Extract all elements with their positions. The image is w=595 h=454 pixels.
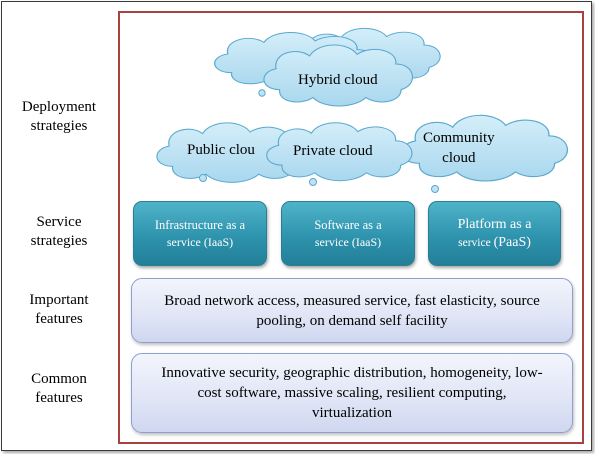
public-cloud-label: Public clou	[187, 142, 255, 158]
label-common-features: Common features	[31, 371, 87, 406]
label-important-features: Important features	[29, 292, 89, 327]
private-cloud-tail-dot	[309, 178, 317, 186]
community-cloud-label: Community cloud	[423, 130, 495, 166]
service-box-software: Software as a service (IaaS)	[281, 201, 415, 266]
private-cloud-label: Private cloud	[293, 143, 373, 159]
service-box-paas: Platform as a service (PaaS)	[428, 201, 561, 266]
content-frame	[118, 11, 584, 444]
deployment-clouds	[156, 27, 569, 193]
important-features-box: Broad network access, measured service, …	[131, 278, 573, 343]
public-cloud-tail-dot	[199, 174, 207, 182]
label-service-strategies: Service strategies	[30, 214, 88, 249]
common-features-box: Innovative security, geographic distribu…	[131, 353, 573, 433]
service-box-iaas: Infrastructure as a service (IaaS)	[133, 201, 267, 266]
hybrid-cloud-label: Hybrid cloud	[298, 72, 378, 88]
hybrid-cloud-tail-dot	[258, 89, 266, 97]
label-deployment-strategies: Deployment strategies	[21, 99, 97, 134]
community-cloud-tail-dot	[431, 185, 439, 193]
